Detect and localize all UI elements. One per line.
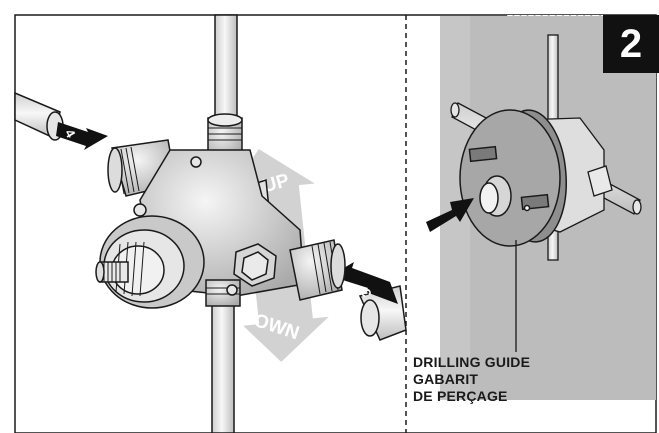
callout-line-3: DE PERÇAGE xyxy=(413,388,508,404)
push-arrow xyxy=(426,198,474,232)
callout-line-2: GABARIT xyxy=(413,371,479,387)
arrow-pipe-4: 4 xyxy=(56,122,108,150)
drilling-guide-callout: DRILLING GUIDE GABARIT DE PERÇAGE xyxy=(413,354,530,405)
left-panel: UP DOWN 4 3 xyxy=(14,14,407,433)
right-panel xyxy=(426,15,656,400)
arrow-pipe-3: 3 xyxy=(330,262,398,304)
vertical-pipe-bottom xyxy=(211,289,235,433)
valve-body xyxy=(95,113,346,309)
drilling-guide xyxy=(459,109,567,247)
arrow-3-label: 3 xyxy=(358,287,375,299)
callout-line-1: DRILLING GUIDE xyxy=(413,354,531,370)
left-supply-pipe xyxy=(14,91,64,141)
step-number-badge: 2 xyxy=(603,15,659,73)
